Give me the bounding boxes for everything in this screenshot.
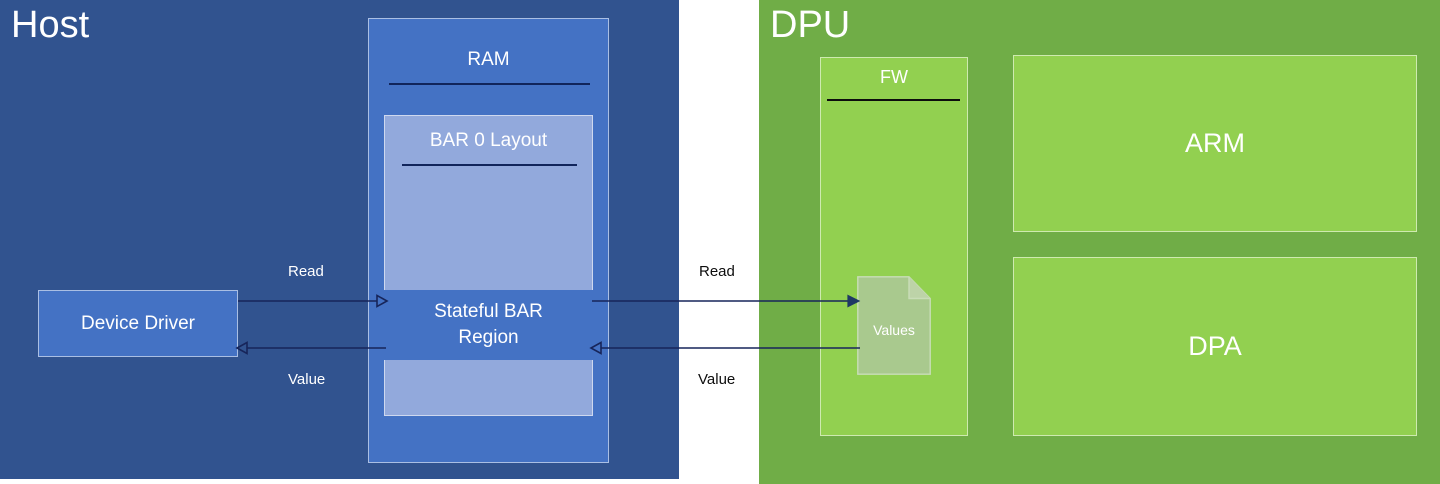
dpu-value-label: Value <box>698 371 736 388</box>
arm-label: ARM <box>1185 128 1245 158</box>
dpu-value-connector <box>589 341 860 355</box>
fw-box[interactable]: FW <box>820 57 968 436</box>
dpa-label: DPA <box>1188 331 1242 361</box>
ram-label: RAM <box>467 49 510 70</box>
host-value-connector <box>235 341 386 355</box>
dpa-box[interactable]: DPA <box>1013 257 1417 436</box>
dpu-read-label: Read <box>699 263 735 280</box>
values-document[interactable]: Values <box>857 276 931 375</box>
host-panel-title: Host <box>11 4 90 46</box>
fw-underline-rule <box>827 99 960 101</box>
host-value-label: Value <box>288 371 326 388</box>
dpu-read-connector <box>592 294 861 308</box>
stateful-bar-region-label: Stateful BAR Region <box>434 301 543 348</box>
document-icon <box>857 276 931 375</box>
device-driver-box[interactable]: Device Driver <box>38 290 238 357</box>
bar0-underline-rule <box>402 164 577 166</box>
bar0-layout-label: BAR 0 Layout <box>429 130 548 151</box>
host-read-label: Read <box>288 263 324 280</box>
bar0-layout-box[interactable]: BAR 0 Layout <box>384 115 593 416</box>
ram-underline-rule <box>389 83 590 85</box>
host-read-connector <box>238 294 389 308</box>
stateful-bar-region-box[interactable]: Stateful BAR Region <box>384 290 593 360</box>
arm-box[interactable]: ARM <box>1013 55 1417 232</box>
device-driver-label: Device Driver <box>80 312 196 334</box>
fw-label: FW <box>880 67 908 87</box>
dpu-panel-title: DPU <box>770 4 851 46</box>
